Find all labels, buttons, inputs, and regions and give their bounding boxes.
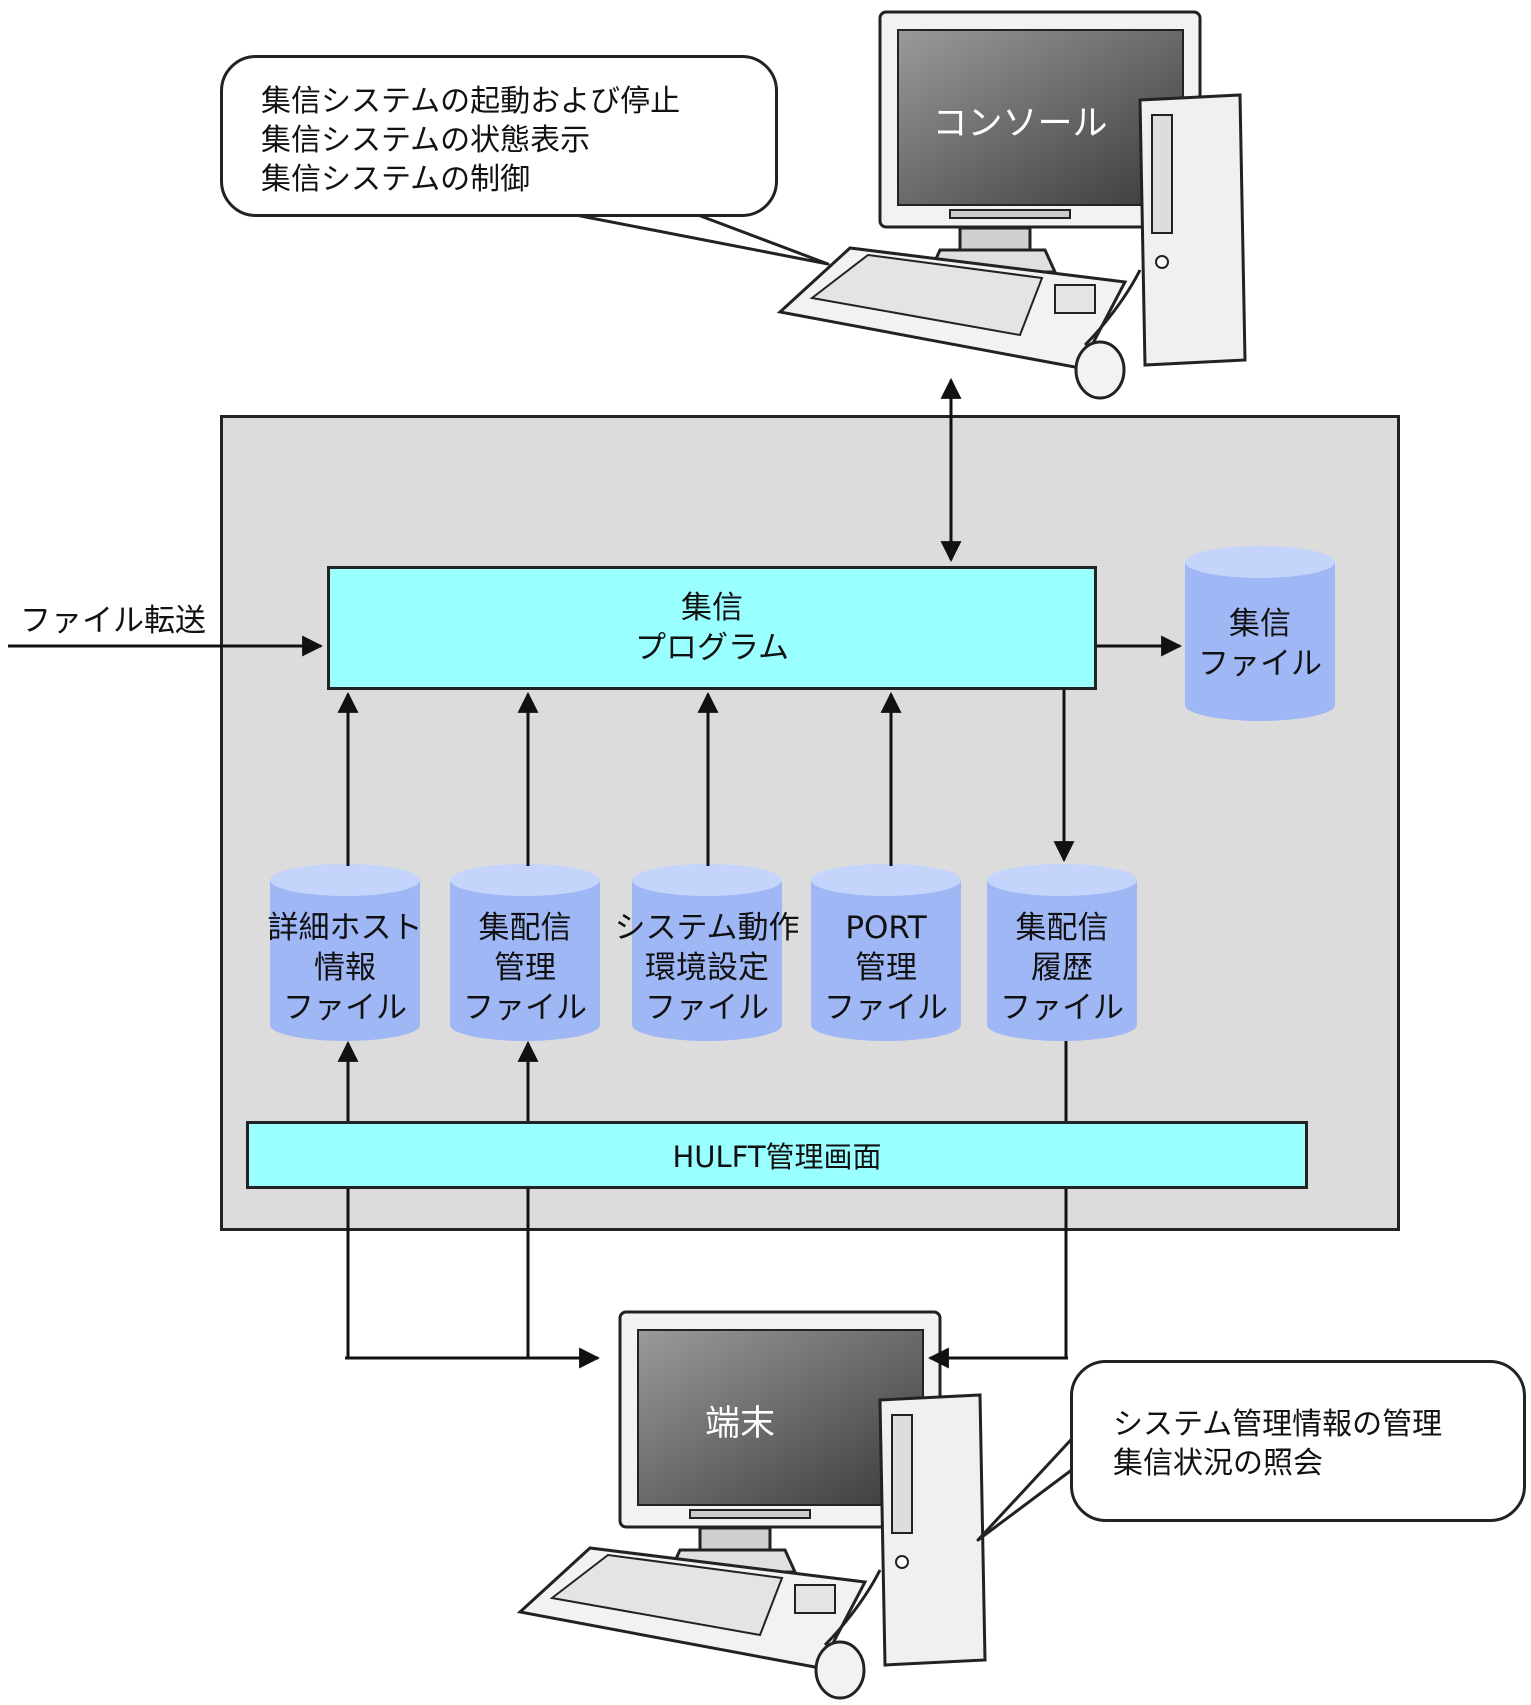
port-mgmt-file-label: PORT 管理 ファイル — [786, 908, 986, 1028]
file-label-line: システム動作 — [614, 910, 800, 946]
file-label-line: 履歴 — [1031, 950, 1093, 986]
file-label-line: ファイル — [645, 990, 769, 1026]
console-callout-line: 集信システムの制御 — [261, 162, 531, 197]
output-file-label-line: ファイル — [1198, 646, 1322, 682]
file-transfer-label: ファイル転送 — [20, 603, 206, 639]
connector-arrows — [8, 377, 1183, 1369]
terminal-callout-line: システム管理情報の管理 — [1113, 1407, 1443, 1442]
system-settings-file-label: システム動作 環境設定 ファイル — [597, 908, 817, 1028]
distribution-history-file-label: 集配信 履歴 ファイル — [962, 908, 1162, 1028]
system-container — [220, 415, 1400, 1231]
host-info-file-label: 詳細ホスト 情報 ファイル — [245, 908, 445, 1028]
console-computer-icon — [776, 10, 1247, 400]
console-callout-tail — [558, 210, 830, 266]
system-settings-file-cylinder — [632, 864, 782, 1041]
file-label-line: 詳細ホスト — [267, 910, 423, 946]
console-screen-label: コンソール — [932, 104, 1108, 144]
file-label-line: ファイル — [824, 990, 948, 1026]
file-label-line: ファイル — [1000, 990, 1124, 1026]
distribution-mgmt-file-cylinder — [450, 864, 600, 1041]
file-label-line: ファイル — [463, 990, 587, 1026]
program-label-line: プログラム — [634, 630, 790, 666]
terminal-computer-icon — [516, 1310, 987, 1700]
terminal-callout: システム管理情報の管理 集信状況の照会 — [1070, 1360, 1526, 1522]
file-label-line: ファイル — [283, 990, 407, 1026]
file-label-line: 管理 — [494, 950, 556, 986]
terminal-screen-label: 端末 — [704, 1404, 775, 1444]
console-callout: 集信システムの起動および停止 集信システムの状態表示 集信システムの制御 — [220, 55, 778, 217]
file-label-line: PORT — [845, 910, 927, 946]
output-file-cylinder — [1185, 546, 1335, 721]
output-file-label-line: 集信 — [1229, 606, 1291, 642]
program-label-line: 集信 — [681, 590, 743, 626]
file-label-line: 集配信 — [478, 910, 572, 946]
file-label-line: 集配信 — [1015, 910, 1109, 946]
receive-program-box: 集信 プログラム — [327, 566, 1097, 690]
file-label-line: 環境設定 — [645, 950, 769, 986]
file-label-line: 管理 — [855, 950, 917, 986]
terminal-callout-tail — [976, 1428, 1087, 1542]
host-info-file-cylinder — [270, 864, 420, 1041]
hulft-management-screen-box: HULFT管理画面 — [246, 1121, 1308, 1189]
distribution-mgmt-file-label: 集配信 管理 ファイル — [425, 908, 625, 1028]
console-callout-line: 集信システムの起動および停止 — [261, 84, 681, 119]
port-mgmt-file-cylinder — [811, 864, 961, 1041]
distribution-history-file-cylinder — [987, 864, 1137, 1041]
hulft-management-screen-label: HULFT管理画面 — [672, 1140, 882, 1174]
output-file-label: 集信 ファイル — [1185, 604, 1335, 684]
console-callout-line: 集信システムの状態表示 — [261, 123, 591, 158]
terminal-callout-line: 集信状況の照会 — [1113, 1446, 1323, 1481]
file-label-line: 情報 — [314, 950, 376, 986]
